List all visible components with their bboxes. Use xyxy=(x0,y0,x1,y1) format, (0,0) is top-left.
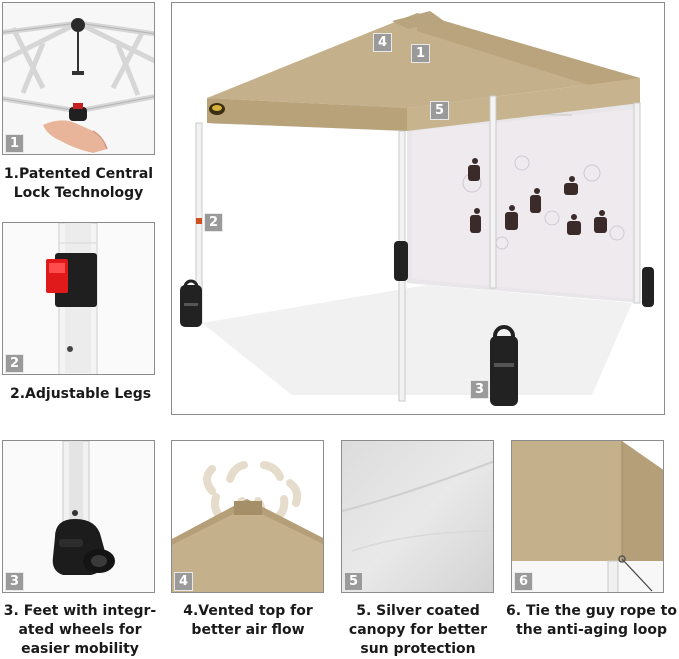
push-button-icon xyxy=(3,223,154,374)
caption-line: 2.Adjustable Legs xyxy=(10,386,152,402)
feature-panel-adjustable-legs: 2 xyxy=(2,222,155,375)
main-tent-panel: 4 1 5 2 3 xyxy=(171,2,665,415)
caption-line: 6. Tie the guy rope to xyxy=(506,603,677,619)
caption-line: canopy for better xyxy=(348,622,488,638)
caption-line: 1.Patented Central xyxy=(3,166,154,182)
feature-caption: 2.Adjustable Legs xyxy=(10,385,170,404)
feature-caption: 4.Vented top for better air flow xyxy=(168,602,328,640)
feature-panel-central-lock: 1 xyxy=(2,2,155,155)
caption-line: easier mobility xyxy=(21,641,139,657)
foot-wheel-icon xyxy=(3,441,154,592)
feature-panel-guy-rope: 6 xyxy=(511,440,664,593)
guy-rope-icon xyxy=(512,441,663,592)
feature-number-badge: 5 xyxy=(344,572,363,591)
caption-line: the anti-aging loop xyxy=(516,622,667,638)
main-label-badge: 1 xyxy=(411,44,430,63)
feature-number-badge: 4 xyxy=(174,572,193,591)
main-label-badge: 2 xyxy=(204,213,223,232)
feature-panel-vented-top: 4 xyxy=(171,440,324,593)
feature-panel-feet: 3 xyxy=(2,440,155,593)
caption-line: Lock Technology xyxy=(13,185,144,201)
central-lock-icon xyxy=(3,3,154,154)
caption-line: 4.Vented top for xyxy=(183,603,313,619)
feature-number-badge: 1 xyxy=(5,134,24,153)
feature-caption: 3. Feet with integr- ated wheels for eas… xyxy=(0,602,160,659)
vented-top-icon xyxy=(172,441,323,592)
caption-line: sun protection xyxy=(360,641,476,657)
feature-caption: 1.Patented Central Lock Technology xyxy=(0,165,157,203)
feature-caption: 5. Silver coated canopy for better sun p… xyxy=(338,602,498,659)
canopy-tent-icon xyxy=(172,3,664,414)
feature-panel-silver-coated: 5 xyxy=(341,440,494,593)
caption-line: ated wheels for xyxy=(18,622,142,638)
silver-coating-icon xyxy=(342,441,493,592)
caption-line: 3. Feet with integr- xyxy=(3,603,157,619)
feature-number-badge: 6 xyxy=(514,572,533,591)
feature-number-badge: 2 xyxy=(5,354,24,373)
main-label-badge: 5 xyxy=(430,101,449,120)
main-label-badge: 4 xyxy=(373,33,392,52)
caption-line: 5. Silver coated xyxy=(356,603,480,619)
main-label-badge: 3 xyxy=(470,380,489,399)
caption-line: better air flow xyxy=(191,622,305,638)
feature-number-badge: 3 xyxy=(5,572,24,591)
feature-caption: 6. Tie the guy rope to the anti-aging lo… xyxy=(504,602,679,640)
